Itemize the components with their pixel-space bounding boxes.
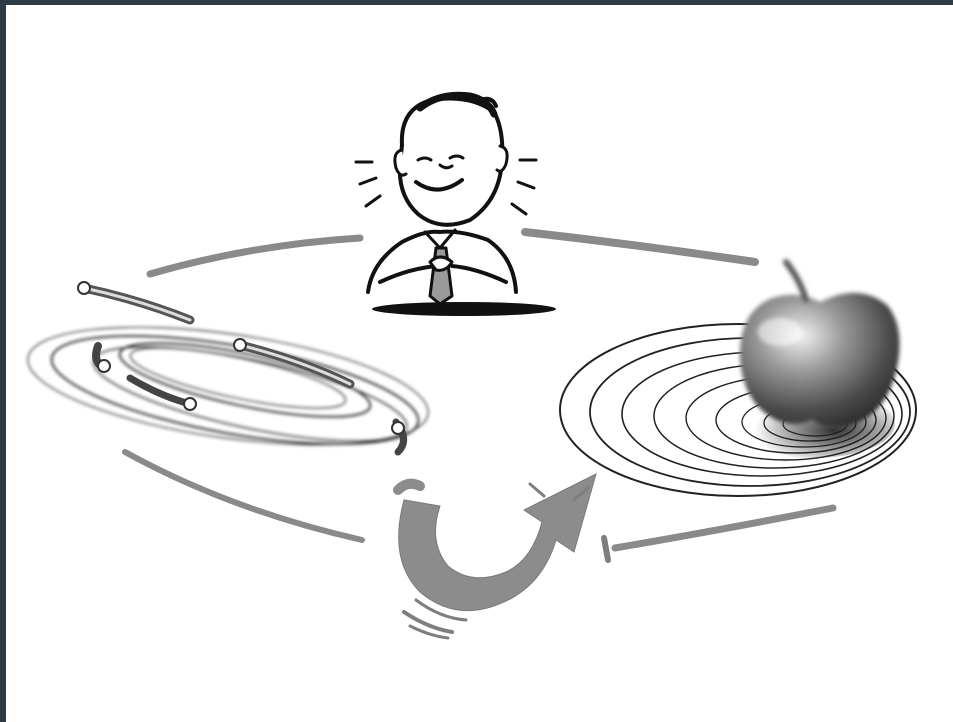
arc-bottom-right bbox=[615, 508, 833, 548]
arc-top-right bbox=[525, 232, 755, 262]
arc-top-left bbox=[150, 238, 360, 274]
apple-icon bbox=[740, 262, 900, 427]
smiling-person-icon bbox=[356, 95, 556, 316]
arc-bottom-left bbox=[125, 452, 362, 540]
curved-arrow-icon bbox=[398, 474, 608, 638]
